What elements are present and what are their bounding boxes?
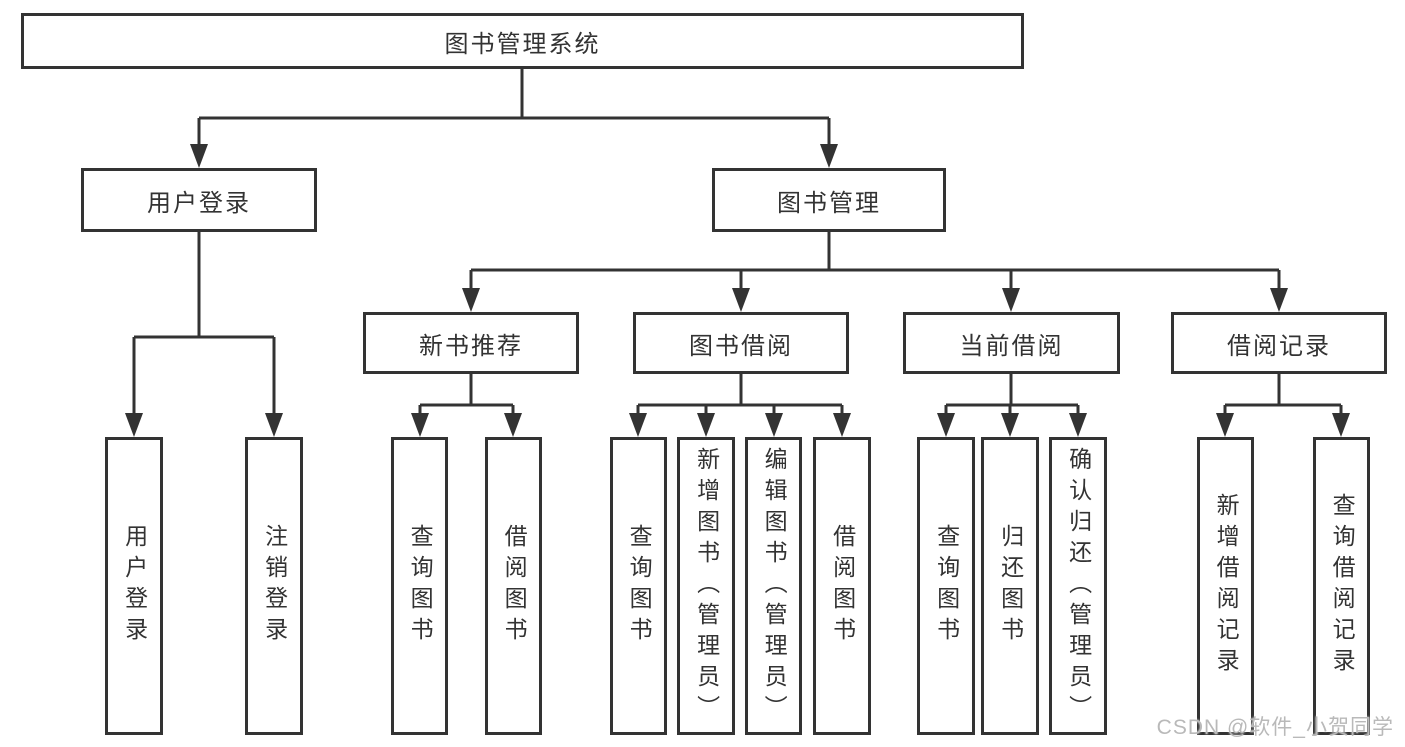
leaf-confirm-return-admin-label: 确认归还（管理员）: [1065, 446, 1092, 726]
leaf-add-borrow-record: 新增借阅记录: [1197, 437, 1254, 735]
node-current-borrowing-label: 当前借阅: [959, 332, 1064, 360]
leaf-query-books-current-label: 查询图书: [933, 524, 960, 648]
node-user-login-label: 用户登录: [147, 189, 251, 217]
node-book-management: 图书管理: [712, 168, 946, 232]
leaf-borrow-books-label: 借阅图书: [829, 524, 856, 648]
node-borrowing-records: 借阅记录: [1171, 312, 1387, 374]
arrow-down-icon: [1002, 288, 1020, 312]
leaf-query-books-current: 查询图书: [917, 437, 975, 735]
leaf-query-books-borrow-label: 查询图书: [626, 524, 653, 648]
leaf-add-books-admin: 新增图书（管理员）: [677, 437, 735, 735]
node-root: 图书管理系统: [21, 13, 1024, 69]
arrow-down-icon: [1216, 413, 1234, 437]
arrow-down-icon: [125, 413, 143, 437]
node-new-book-recommendation: 新书推荐: [363, 312, 579, 374]
arrow-down-icon: [697, 413, 715, 437]
node-borrowing-records-label: 借阅记录: [1227, 332, 1331, 360]
leaf-add-books-admin-label: 新增图书（管理员）: [693, 446, 720, 726]
leaf-logout: 注销登录: [245, 437, 303, 735]
arrow-down-icon: [265, 413, 283, 437]
arrow-down-icon: [1069, 413, 1087, 437]
arrow-down-icon: [1270, 288, 1288, 312]
leaf-logout-label: 注销登录: [261, 524, 288, 648]
leaf-user-login-label: 用户登录: [121, 524, 148, 648]
arrow-down-icon: [1332, 413, 1350, 437]
node-new-book-recommendation-label: 新书推荐: [419, 332, 523, 360]
leaf-query-books-recommend: 查询图书: [391, 437, 448, 735]
node-user-login: 用户登录: [81, 168, 317, 232]
arrow-down-icon: [820, 144, 838, 168]
leaf-confirm-return-admin: 确认归还（管理员）: [1049, 437, 1107, 735]
leaf-edit-books-admin-label: 编辑图书（管理员）: [761, 446, 788, 726]
node-current-borrowing: 当前借阅: [903, 312, 1120, 374]
leaf-borrow-books-recommend: 借阅图书: [485, 437, 542, 735]
arrow-down-icon: [629, 413, 647, 437]
arrow-down-icon: [504, 413, 522, 437]
arrow-down-icon: [833, 413, 851, 437]
leaf-query-borrow-record-label: 查询借阅记录: [1329, 493, 1356, 679]
node-root-label: 图书管理系统: [444, 30, 601, 58]
leaf-user-login: 用户登录: [105, 437, 163, 735]
leaf-query-borrow-record: 查询借阅记录: [1313, 437, 1370, 735]
node-book-borrowing: 图书借阅: [633, 312, 849, 374]
arrow-down-icon: [732, 288, 750, 312]
arrow-down-icon: [937, 413, 955, 437]
leaf-edit-books-admin: 编辑图书（管理员）: [745, 437, 802, 735]
arrow-down-icon: [190, 144, 208, 168]
leaf-return-books-label: 归还图书: [997, 524, 1024, 648]
csdn-watermark: CSDN @软件_小贺同学: [1156, 716, 1394, 739]
node-book-borrowing-label: 图书借阅: [689, 332, 793, 360]
leaf-borrow-books-recommend-label: 借阅图书: [501, 524, 528, 648]
leaf-query-books-borrow: 查询图书: [610, 437, 667, 735]
arrow-down-icon: [462, 288, 480, 312]
node-book-management-label: 图书管理: [777, 189, 881, 217]
leaf-add-borrow-record-label: 新增借阅记录: [1213, 493, 1240, 679]
leaf-query-books-recommend-label: 查询图书: [407, 524, 434, 648]
leaf-return-books: 归还图书: [981, 437, 1039, 735]
arrow-down-icon: [1001, 413, 1019, 437]
arrow-down-icon: [765, 413, 783, 437]
arrow-down-icon: [411, 413, 429, 437]
leaf-borrow-books: 借阅图书: [813, 437, 871, 735]
